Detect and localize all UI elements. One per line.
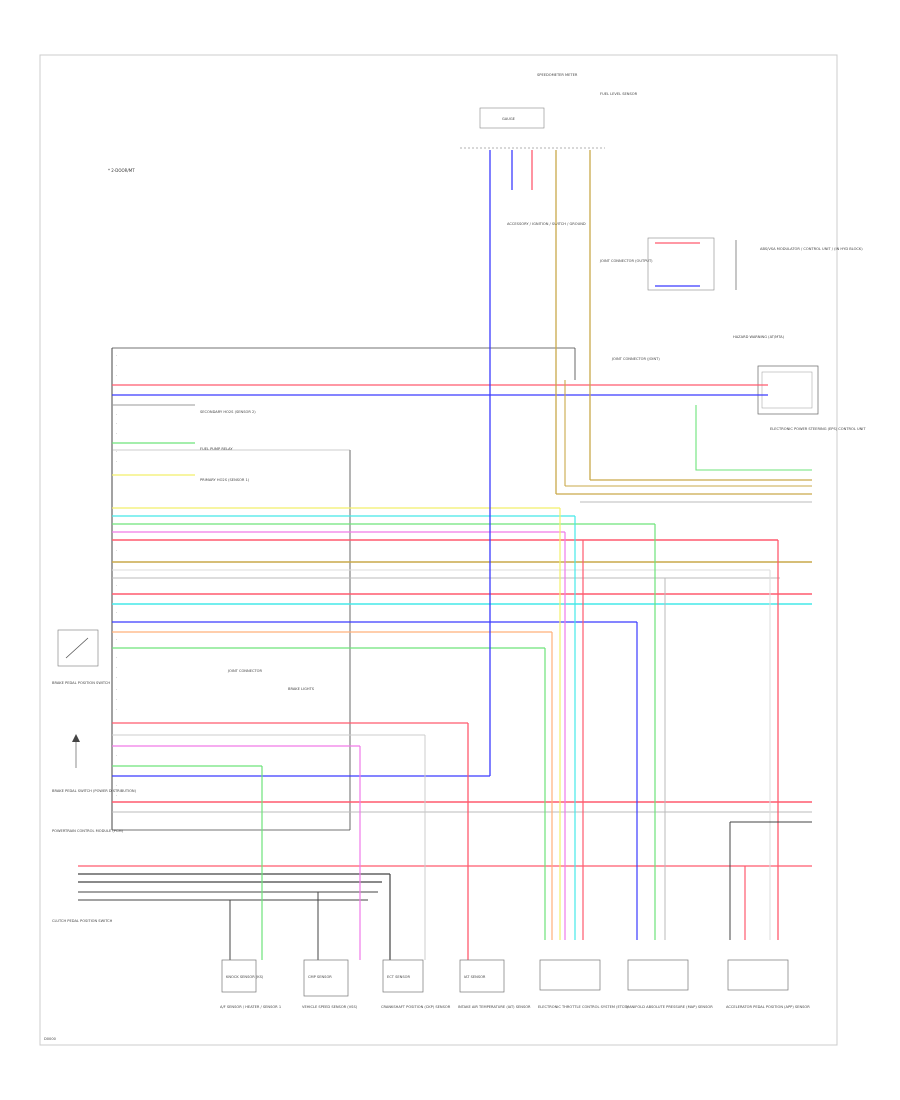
ecm-label: POWERTRAIN CONTROL MODULE (PCM): [52, 829, 124, 833]
brake-arrow-label: BRAKE PEDAL SWITCH (POWER DISTRIBUTION): [52, 789, 137, 793]
gauge-note: JOINT CONNECTOR (JOINT): [611, 357, 660, 361]
component-caption: A/F SENSOR / HEATER / SENSOR 1: [220, 1005, 281, 1009]
component-box: [303, 959, 349, 997]
diagram-frame: [39, 54, 838, 1046]
speedometer-component: SPEEDOMETER METER GAUGE FUEL LEVEL SENSO…: [460, 73, 638, 226]
ecm-pin-label: ·: [116, 784, 117, 788]
speedometer-side-label: FUEL LEVEL SENSOR: [600, 92, 638, 96]
ecm-pin-label: ·: [116, 422, 117, 426]
page-code: D0000: [44, 1037, 57, 1041]
speedometer-title: SPEEDOMETER METER: [537, 73, 578, 77]
component-c4: IAT SENSOR INTAKE AIR TEMPERATURE (IAT) S…: [458, 959, 531, 1009]
component-box: [459, 959, 505, 993]
component-c3: ECT SENSOR CRANKSHAFT POSITION (CKP) SENS…: [381, 959, 451, 1009]
relay-right-label: ABS/VSA MODULATOR / CONTROL UNIT / (IN H…: [760, 247, 863, 251]
note-primary-ho2s: PRIMARY HO2S (SENSOR 1): [200, 478, 250, 482]
relay-box: JOINT CONNECTOR (OUTPUT) ABS/VSA MODULAT…: [599, 237, 863, 291]
component-box: [627, 959, 689, 991]
top-right-note: HAZARD WARNING (AT/MTA): [733, 335, 785, 339]
bottom-components: KNOCK SENSOR (KS) A/F SENSOR / HEATER / S…: [220, 959, 810, 1009]
component-c6: MANIFOLD ABSOLUTE PRESSURE (MAP) SENSOR: [626, 959, 713, 1009]
wire-green-eps: [695, 405, 812, 471]
ecm-pin-label: ·: [116, 754, 117, 758]
brake-switch-label: BRAKE PEDAL POSITION SWITCH: [52, 681, 110, 685]
ecm-pin-markers: ········································…: [116, 354, 117, 814]
note-secondary-ho2s: SECONDARY HO2S (SENSOR 2): [200, 410, 256, 414]
brake-switch: BRAKE PEDAL POSITION SWITCH: [52, 629, 110, 685]
component-caption: VEHICLE SPEED SENSOR (VSS): [302, 1005, 358, 1009]
ecm-pin-label: ·: [116, 413, 117, 417]
component-caption: INTAKE AIR TEMPERATURE (IAT) SENSOR: [458, 1005, 531, 1009]
ecm-pin-label: ·: [116, 708, 117, 712]
component-c1: KNOCK SENSOR (KS) A/F SENSOR / HEATER / S…: [220, 959, 281, 1009]
component-box: [727, 959, 789, 991]
eps-connector: ELECTRONIC POWER STEERING (EPS) CONTROL …: [757, 365, 866, 431]
ecm-pin-label: ·: [116, 638, 117, 642]
note-brake-lights: BRAKE LIGHTS: [288, 687, 315, 691]
ecm-pin-label: ·: [116, 549, 117, 553]
component-c5: ELECTRONIC THROTTLE CONTROL SYSTEM (ETCS…: [538, 959, 629, 1009]
ecm-pin-label: ·: [116, 364, 117, 368]
component-box: [382, 959, 424, 993]
ecm-pin-label: ·: [116, 688, 117, 692]
component-box: [539, 959, 601, 991]
component-label: ECT SENSOR: [387, 975, 410, 979]
component-caption: ELECTRONIC THROTTLE CONTROL SYSTEM (ETCS…: [538, 1005, 629, 1009]
speedometer-inner-label: GAUGE: [502, 117, 516, 121]
ecm-pin-label: ·: [116, 676, 117, 680]
brake-arrow: BRAKE PEDAL SWITCH (POWER DISTRIBUTION): [52, 734, 137, 793]
ecm-pin-label: ·: [116, 584, 117, 588]
component-caption: CRANKSHAFT POSITION (CKP) SENSOR: [381, 1005, 451, 1009]
ecm-pin-label: ·: [116, 666, 117, 670]
component-caption: MANIFOLD ABSOLUTE PRESSURE (MAP) SENSOR: [626, 1005, 713, 1009]
note-joint-connector: JOINT CONNECTOR: [227, 669, 262, 673]
component-label: IAT SENSOR: [464, 975, 486, 979]
ecm-pin-label: ·: [116, 794, 117, 798]
ecm-pin-label: ·: [116, 450, 117, 454]
ecm-pin-label: ·: [116, 374, 117, 378]
ecm-box: [111, 347, 576, 831]
component-c2: CMP SENSOR VEHICLE SPEED SENSOR (VSS): [302, 959, 358, 1009]
component-box: [221, 959, 257, 993]
component-c7: ACCELERATOR PEDAL POSITION (APP) SENSOR: [726, 959, 810, 1009]
ecm-pin-label: ·: [116, 460, 117, 464]
component-label: KNOCK SENSOR (KS): [226, 975, 264, 979]
ecm-pin-label: ·: [116, 611, 117, 615]
ecm-pin-label: ·: [116, 698, 117, 702]
note-fuel-pump: FUEL PUMP RELAY: [200, 447, 233, 451]
ecm-pin-label: ·: [116, 432, 117, 436]
component-caption: ACCELERATOR PEDAL POSITION (APP) SENSOR: [726, 1005, 810, 1009]
eps-label: ELECTRONIC POWER STEERING (EPS) CONTROL …: [770, 427, 866, 431]
speedometer-inner-box: [479, 107, 545, 129]
relay-left-label: JOINT CONNECTOR (OUTPUT): [599, 259, 653, 263]
component-label: CMP SENSOR: [308, 975, 332, 979]
clutch-label: CLUTCH PEDAL POSITION SWITCH: [52, 919, 113, 923]
speedometer-note: ACCESSORY / IGNITION / SWITCH / GROUND: [507, 222, 586, 226]
legend-note: * 2-DOOR/MT: [108, 168, 135, 173]
ecm-pin-label: ·: [116, 354, 117, 358]
ecm-pin-label: ·: [116, 656, 117, 660]
